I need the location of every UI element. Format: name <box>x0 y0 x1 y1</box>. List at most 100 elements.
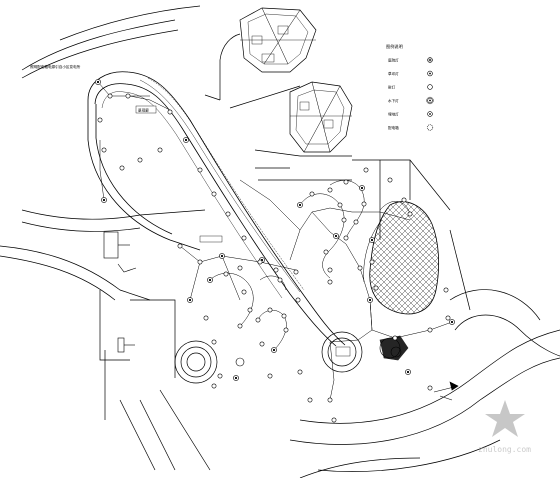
lamp-fixture <box>341 217 347 223</box>
legend-row-name: 草坪灯 <box>388 71 399 76</box>
dashed-oval-icon <box>426 124 434 131</box>
lamp-fixture-center <box>188 298 192 302</box>
lamp-fixture <box>327 187 333 193</box>
lamp-fixture <box>295 297 301 303</box>
lamp-fixture <box>327 267 333 273</box>
legend-row-name: 配电箱 <box>388 125 399 130</box>
lamp-fixture <box>427 327 433 333</box>
double-circle-icon <box>426 96 434 105</box>
lamp-fixture <box>255 317 261 323</box>
lamp-fixture <box>369 259 375 265</box>
lamp-fixture <box>293 269 299 275</box>
lamp-fixture-center <box>96 80 100 84</box>
lamp-fixture <box>241 235 247 241</box>
building-top-left <box>239 7 317 73</box>
lamp-fixture-center <box>102 198 106 202</box>
small-circle-features <box>235 335 409 367</box>
lamp-fixture <box>237 323 243 329</box>
lamp-fixture-center <box>406 370 410 374</box>
lamp-fixture <box>353 219 359 225</box>
lamp-fixture <box>363 167 369 173</box>
lamp-fixture <box>445 315 451 321</box>
road-network <box>0 5 560 479</box>
lamp-fixture <box>337 202 343 208</box>
lamp-fixture-center <box>370 238 374 242</box>
lamp-fixture <box>197 259 203 265</box>
lamp-fixture <box>267 307 273 313</box>
lamp-fixture <box>107 93 113 99</box>
lamp-fixture-center <box>368 298 372 302</box>
lamp-fixture-center <box>450 320 454 324</box>
corridor-walkway <box>87 71 346 347</box>
legend-row: 草坪灯 <box>388 70 433 77</box>
lamp-fixture <box>309 191 315 197</box>
circle-dot-icon <box>427 70 433 77</box>
lamp-fixture <box>401 197 407 203</box>
building-top-middle <box>289 81 353 153</box>
lamp-fixture <box>343 179 349 185</box>
lamp-fixture <box>331 417 337 423</box>
lamp-fixture <box>101 147 107 153</box>
lamp-fixture <box>203 315 209 321</box>
lamp-fixture <box>225 211 231 217</box>
lamp-fixture <box>343 235 349 241</box>
legend-row: 埋地灯 <box>388 111 433 117</box>
lamp-fixture <box>157 147 163 153</box>
note-line-1: 照明配电箱电源引自小区变电所 <box>30 64 81 69</box>
gate-structure <box>103 231 137 353</box>
lamp-fixture <box>327 279 333 285</box>
lamp-fixture <box>257 259 263 265</box>
lamp-fixture <box>237 265 243 271</box>
lamp-fixture <box>137 157 143 163</box>
legend-row-name: 埋地灯 <box>388 112 399 117</box>
hatched-lawn <box>363 201 440 315</box>
lamp-fixture <box>211 339 217 345</box>
lamp-fixture <box>327 397 333 403</box>
entry-arrow-icon <box>433 381 459 401</box>
lamp-fixture <box>323 249 329 255</box>
note-top-left: 照明配电箱电源引自小区变电所 <box>30 64 81 69</box>
lamp-fixture <box>361 201 367 207</box>
lamp-fixture-center <box>208 278 212 282</box>
lamp-fixture <box>217 373 223 379</box>
lamp-fixture <box>357 265 363 271</box>
lamp-fixture <box>427 385 433 391</box>
legend-row: 庭院灯 <box>388 57 433 63</box>
lamp-fixture-center <box>334 234 338 238</box>
lamp-fixture-center <box>272 348 276 352</box>
watermark-text: zhulong.com <box>478 445 531 454</box>
lamp-fixture <box>297 369 303 375</box>
lamp-fixture-center <box>184 138 188 142</box>
roundabout-left <box>174 340 218 384</box>
label-boxes: 景观廊 <box>135 105 351 357</box>
lamp-fixture <box>283 327 289 333</box>
lamp-fixture <box>223 271 229 277</box>
lamp-fixture <box>259 341 265 347</box>
circle-dot-small-icon <box>427 111 433 117</box>
legend-row-name: 庭院灯 <box>388 58 399 63</box>
legend-row-name: 射灯 <box>388 85 396 90</box>
circle-cross-icon <box>427 57 433 63</box>
watermark-logo: zhulong.com <box>478 400 531 454</box>
lamp-fixture <box>392 335 398 341</box>
lamp-fixture <box>273 267 279 273</box>
lamp-fixture <box>387 177 393 183</box>
lamp-fixture <box>247 307 253 313</box>
lamp-fixture <box>267 373 273 379</box>
wiring-left-zone <box>97 81 453 401</box>
lamp-fixture <box>281 313 287 319</box>
legend-row-name: 水下灯 <box>388 98 399 103</box>
lamp-fixture <box>125 93 131 99</box>
legend-row: 射灯 <box>388 84 433 90</box>
lamp-fixture <box>373 285 379 291</box>
lamp-fixture <box>443 287 449 293</box>
lamp-fixture <box>277 277 283 283</box>
legend-row: 配电箱 <box>388 124 434 131</box>
roundabout-right <box>321 331 363 373</box>
legend-title: 图例说明 <box>386 43 403 50</box>
lamp-fixture <box>241 289 247 295</box>
lamp-fixture-center <box>298 203 302 207</box>
lamp-fixture-center <box>234 376 238 380</box>
